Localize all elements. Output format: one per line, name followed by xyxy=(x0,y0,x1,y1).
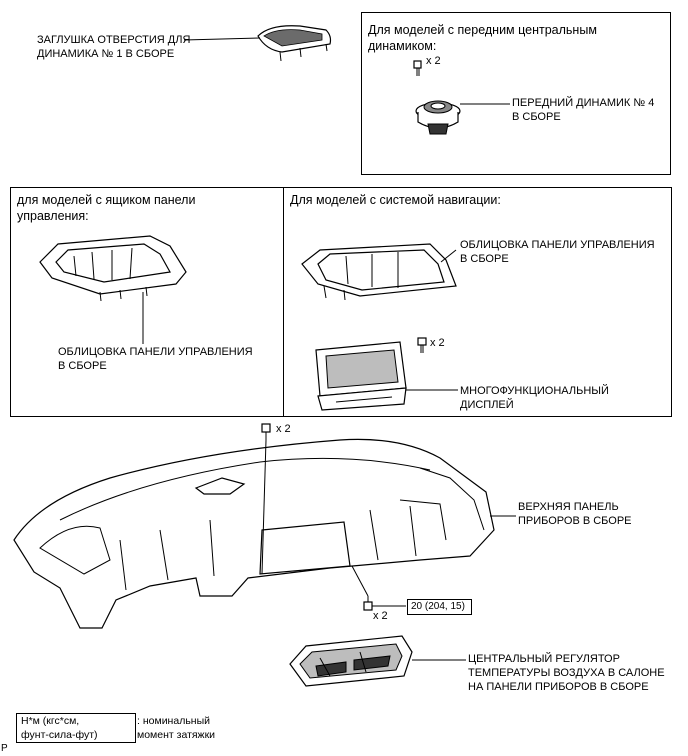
torque-value: 20 (204, 15) xyxy=(411,601,465,612)
navigation-heading: Для моделей с системой навигации: xyxy=(290,193,501,207)
torque-box xyxy=(407,599,472,615)
display-drawing xyxy=(315,337,427,411)
legend-unit: Н*м (кгс*см,фунт-сила-фут) xyxy=(21,715,98,741)
panel-bottom-bolt-qty: x 2 xyxy=(373,610,388,622)
panel-top-clip-qty: x 2 xyxy=(276,423,291,435)
navigation-variant-box xyxy=(283,187,672,417)
bezel-right-leader xyxy=(440,249,457,263)
speaker-screw-qty: x 2 xyxy=(426,55,441,67)
panel-top-clip-leader xyxy=(261,439,267,575)
front-speaker-drawing xyxy=(413,60,461,135)
upper-panel-drawing xyxy=(13,438,495,629)
panel-bottom-bolt-drawing xyxy=(363,596,373,611)
panel-top-clip-drawing xyxy=(261,423,271,440)
legend-box xyxy=(16,713,136,743)
bezel-left-drawing xyxy=(39,235,187,302)
speaker-cap-drawing xyxy=(257,25,332,62)
speaker-cap-leader xyxy=(183,37,261,41)
panel-bottom-bolt-leader xyxy=(351,565,369,597)
corner-mark: P xyxy=(1,743,8,754)
center-speaker-box xyxy=(361,12,671,175)
display-screw-qty: x 2 xyxy=(430,337,445,349)
center-register-drawing xyxy=(289,635,413,687)
bezel-right-drawing xyxy=(301,243,457,301)
